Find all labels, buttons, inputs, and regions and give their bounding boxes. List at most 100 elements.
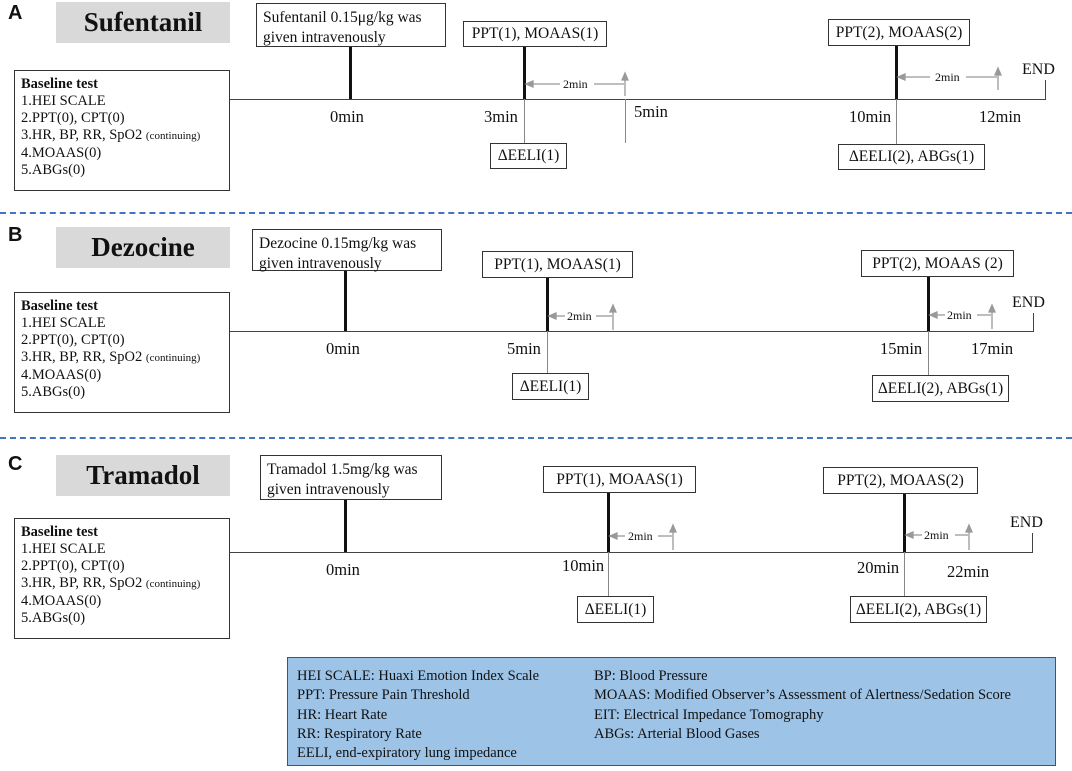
- dose-box: Tramadol 1.5mg/kg was given intravenousl…: [260, 455, 442, 500]
- event-box-2: PPT(2), MOAAS (2): [861, 250, 1014, 277]
- time-label: 22min: [947, 562, 990, 581]
- panel-letter: C: [8, 453, 23, 475]
- baseline-item: 5.ABGs(0): [21, 384, 86, 400]
- dose-marker: [344, 500, 347, 552]
- arrowhead: [621, 71, 629, 81]
- event-box-1: PPT(1), MOAAS(1): [543, 466, 696, 493]
- dose-box: Dezocine 0.15mg/kg was given intravenous…: [252, 229, 442, 272]
- baseline-title: Baseline test: [21, 76, 98, 92]
- drug-title: Sufentanil: [56, 2, 230, 43]
- panel-letter: A: [8, 2, 23, 24]
- time-label: 17min: [971, 339, 1014, 358]
- event-box-1: PPT(1), MOAAS(1): [463, 21, 607, 47]
- dose-box: Sufentanil 0.15μg/kg was given intraveno…: [256, 3, 446, 47]
- baseline-item: 5.ABGs(0): [21, 610, 86, 626]
- baseline-item: 3.HR, BP, RR, SpO2 (continuing): [21, 349, 229, 367]
- baseline-item: 2.PPT(0), CPT(0): [21, 332, 125, 348]
- timeline: [230, 99, 1045, 100]
- below-box-2: ΔEELI(2), ABGs(1): [850, 596, 987, 623]
- time-label: 0min: [326, 560, 360, 579]
- panel-letter: B: [8, 224, 23, 246]
- arrowhead: [669, 523, 677, 533]
- legend-item: RR: Respiratory Rate: [297, 725, 422, 742]
- panel-divider: [0, 212, 1072, 214]
- time-marker-5min: [625, 99, 626, 143]
- dose-marker: [344, 271, 347, 331]
- interval-label: 2min: [924, 528, 949, 542]
- end-label: END: [1022, 61, 1055, 78]
- baseline-item-text: 3.HR, BP, RR, SpO2: [21, 349, 143, 365]
- legend-item: HR: Heart Rate: [297, 706, 388, 723]
- baseline-item: 1.HEI SCALE: [21, 93, 106, 109]
- below-connector-1: [524, 99, 525, 143]
- continuing-note: (continuing): [145, 578, 201, 590]
- baseline-item-text: 3.HR, BP, RR, SpO2: [21, 575, 143, 591]
- event-marker-1: [607, 493, 610, 552]
- baseline-title: Baseline test: [21, 524, 98, 540]
- time-label: 20min: [857, 558, 900, 577]
- panel-divider: [0, 437, 1072, 439]
- event-marker-2: [927, 277, 930, 331]
- baseline-item: 1.HEI SCALE: [21, 315, 106, 331]
- dose-line: Tramadol 1.5mg/kg was: [267, 461, 418, 478]
- dose-marker: [349, 47, 352, 99]
- event-box-1: PPT(1), MOAAS(1): [482, 251, 633, 278]
- end-label: END: [1012, 294, 1045, 311]
- time-label: 0min: [326, 339, 360, 358]
- time-label: 0min: [330, 107, 364, 126]
- dose-line: given intravenously: [267, 481, 390, 498]
- below-box-2: ΔEELI(2), ABGs(1): [872, 375, 1009, 402]
- below-box-1: ΔEELI(1): [490, 143, 567, 169]
- arrowhead: [988, 303, 996, 313]
- arrowhead: [965, 523, 973, 533]
- below-connector-1: [547, 331, 548, 373]
- interval-label: 2min: [563, 77, 588, 91]
- event-box-2: PPT(2), MOAAS(2): [828, 19, 970, 46]
- below-box-1: ΔEELI(1): [512, 373, 589, 400]
- legend-left-column: HEI SCALE: Huaxi Emotion Index Scale PPT…: [297, 667, 539, 763]
- baseline-box: Baseline test 1.HEI SCALE 2.PPT(0), CPT(…: [14, 70, 230, 191]
- dose-line: given intravenously: [259, 255, 382, 272]
- legend-item: EIT: Electrical Impedance Tomography: [594, 706, 824, 723]
- dose-line: Dezocine 0.15mg/kg was: [259, 235, 417, 252]
- timeline: [230, 552, 1032, 553]
- baseline-item: 4.MOAAS(0): [21, 367, 102, 383]
- baseline-item: 4.MOAAS(0): [21, 593, 102, 609]
- continuing-note: (continuing): [145, 352, 201, 364]
- legend-item: ABGs: Arterial Blood Gases: [594, 725, 760, 742]
- baseline-box: Baseline test 1.HEI SCALE 2.PPT(0), CPT(…: [14, 518, 230, 639]
- end-tick: [1033, 313, 1034, 332]
- arrowhead: [928, 311, 938, 319]
- interval-label: 2min: [628, 529, 653, 543]
- legend-item: PPT: Pressure Pain Threshold: [297, 687, 470, 704]
- time-label: 15min: [880, 339, 923, 358]
- arrowhead: [904, 531, 914, 539]
- continuing-note: (continuing): [145, 130, 201, 142]
- time-label: 10min: [562, 556, 605, 575]
- time-label: 5min: [507, 339, 541, 358]
- below-connector-2: [896, 99, 897, 144]
- baseline-item: 3.HR, BP, RR, SpO2 (continuing): [21, 575, 229, 593]
- baseline-item: 1.HEI SCALE: [21, 541, 106, 557]
- time-label: 3min: [484, 107, 518, 126]
- event-marker-2: [903, 494, 906, 552]
- time-label: 10min: [849, 107, 892, 126]
- below-box-2: ΔEELI(2), ABGs(1): [838, 144, 985, 170]
- legend-item: HEI SCALE: Huaxi Emotion Index Scale: [297, 668, 540, 684]
- arrowhead: [524, 80, 534, 88]
- arrowhead: [896, 73, 906, 81]
- below-connector-2: [928, 331, 929, 375]
- arrowhead: [609, 303, 617, 313]
- end-tick: [1045, 80, 1046, 100]
- interval-label: 2min: [935, 70, 960, 84]
- event-marker-1: [523, 47, 526, 99]
- baseline-item: 2.PPT(0), CPT(0): [21, 558, 125, 574]
- baseline-title: Baseline test: [21, 298, 98, 314]
- arrowhead: [994, 66, 1002, 76]
- dose-line: given intravenously: [263, 29, 386, 46]
- baseline-item: 4.MOAAS(0): [21, 145, 102, 161]
- time-label: 12min: [979, 107, 1022, 126]
